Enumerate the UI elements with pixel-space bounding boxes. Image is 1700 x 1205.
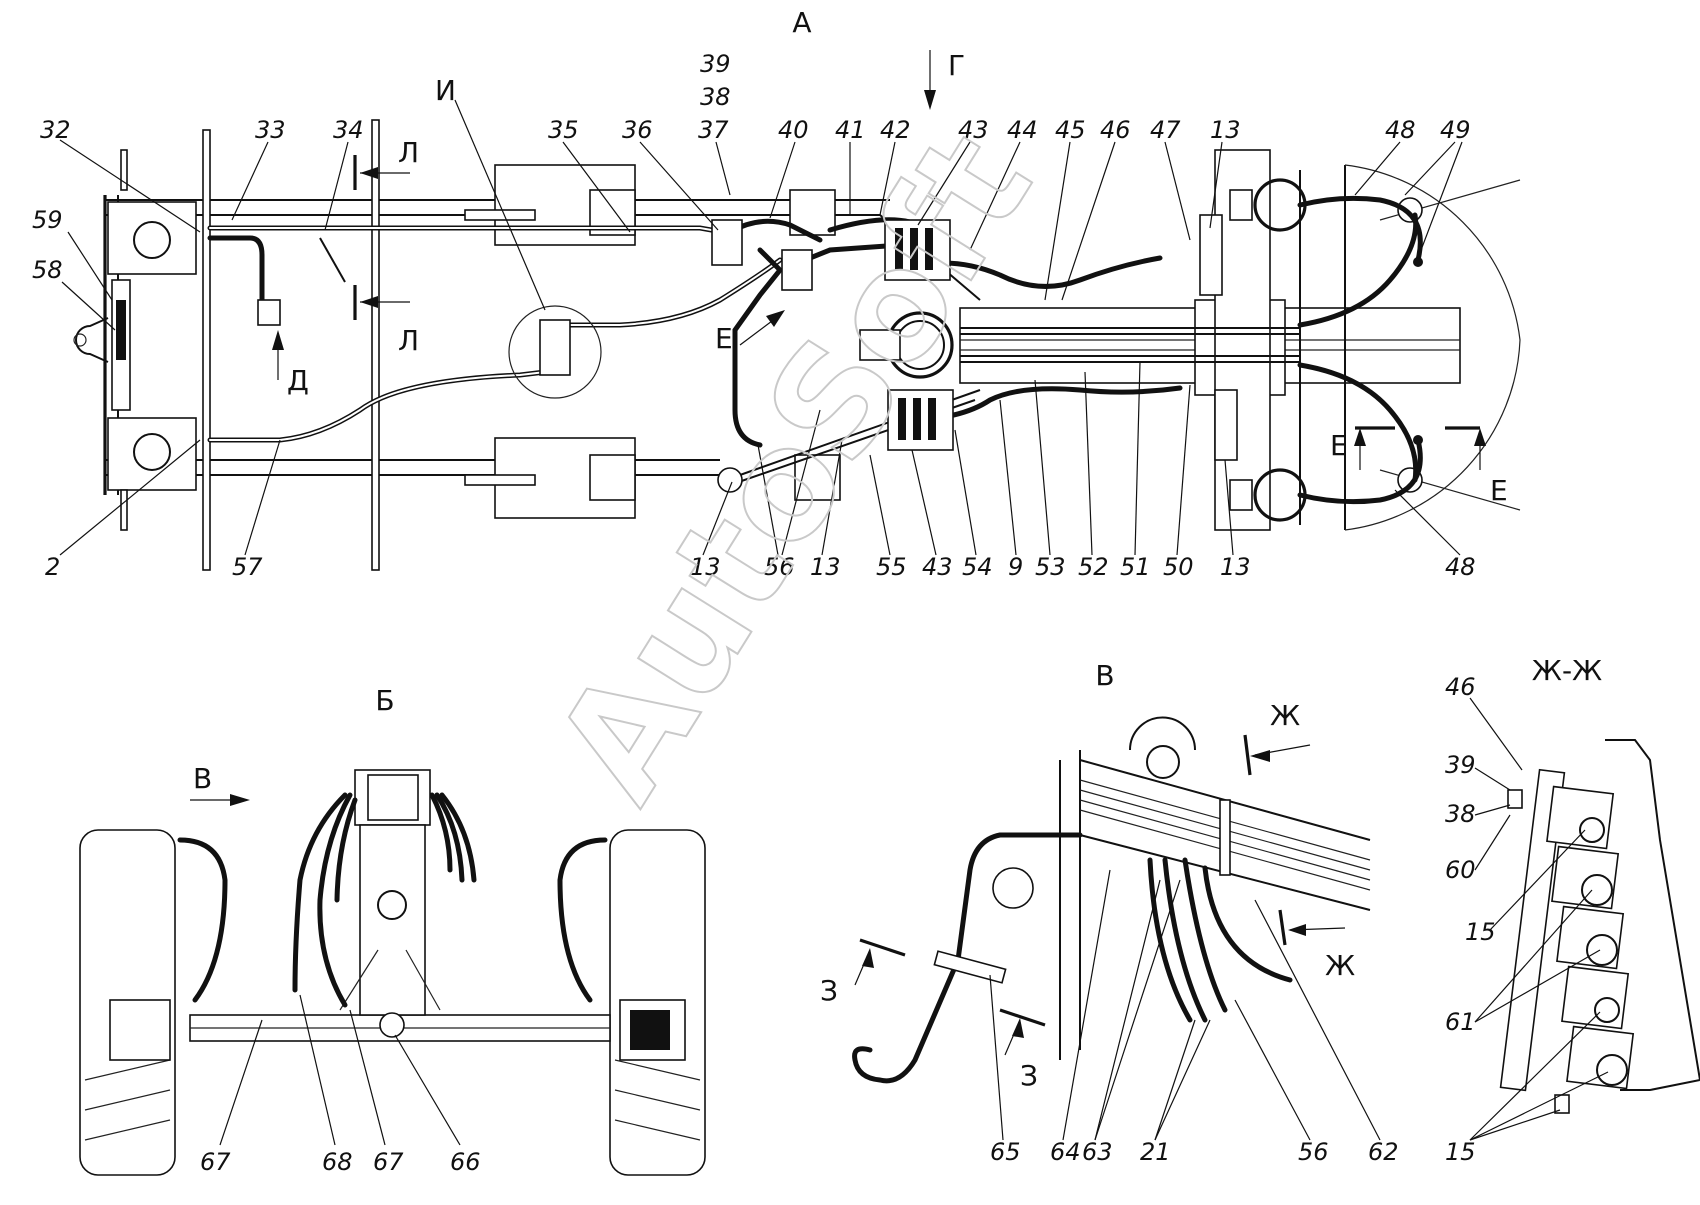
callout-46-zh: 46 xyxy=(1445,673,1476,701)
callout-63: 63 xyxy=(1082,1138,1113,1166)
callout-50: 50 xyxy=(1163,553,1194,581)
callout-33: 33 xyxy=(255,116,286,144)
arrow-e-label: Е xyxy=(715,322,733,355)
callout-34: 34 xyxy=(333,116,364,144)
arrow-l-label-top: Л xyxy=(398,136,419,169)
arrow-zh-label-bottom: Ж xyxy=(1325,949,1355,982)
callout-62: 62 xyxy=(1368,1138,1399,1166)
callout-66: 66 xyxy=(450,1148,481,1176)
detail-i-circle xyxy=(454,99,602,399)
callout-49: 49 xyxy=(1440,116,1471,144)
callout-58: 58 xyxy=(32,256,63,284)
callout-43: 43 xyxy=(958,116,989,144)
callout-40: 40 xyxy=(778,116,809,144)
section-zh-detail: 46 39 38 60 15 61 15 xyxy=(1445,673,1700,1166)
arrow-g-label: Г xyxy=(948,49,965,82)
arrow-e-label-2: Е xyxy=(1330,429,1348,462)
callout-64: 64 xyxy=(1050,1138,1081,1166)
arrow-v-label: В xyxy=(193,762,212,795)
callout-38-zh: 38 xyxy=(1445,800,1476,828)
callout-21: 21 xyxy=(1140,1138,1171,1166)
callout-43-b: 43 xyxy=(922,553,953,581)
callout-48-top: 48 xyxy=(1385,116,1416,144)
view-b-front-axle: 67 68 67 66 xyxy=(79,769,706,1176)
callout-55: 55 xyxy=(876,553,907,581)
callout-44: 44 xyxy=(1007,116,1038,144)
callout-35: 35 xyxy=(548,116,579,144)
view-a-frame xyxy=(73,119,1521,571)
callout-38: 38 xyxy=(700,83,731,111)
section-zh-title: Ж-Ж xyxy=(1532,654,1602,687)
arrow-i-label: И xyxy=(435,74,456,107)
callout-13-top: 13 xyxy=(1210,116,1241,144)
callout-48-b: 48 xyxy=(1445,553,1476,581)
view-a-bottom-callouts: 13 56 13 55 43 54 9 53 52 51 50 13 48 xyxy=(690,361,1476,581)
callout-9: 9 xyxy=(1008,553,1023,581)
callout-42: 42 xyxy=(880,116,911,144)
callout-13-b2: 13 xyxy=(810,553,841,581)
callout-67-left: 67 xyxy=(200,1148,231,1176)
callout-51: 51 xyxy=(1120,553,1151,581)
callout-67-right: 67 xyxy=(373,1148,404,1176)
callout-46: 46 xyxy=(1100,116,1131,144)
callout-13-b1: 13 xyxy=(690,553,721,581)
callout-13-b3: 13 xyxy=(1220,553,1251,581)
callout-36: 36 xyxy=(622,116,653,144)
callout-57: 57 xyxy=(232,553,263,581)
callout-41: 41 xyxy=(835,116,866,144)
callout-61: 61 xyxy=(1445,1008,1476,1036)
callout-32: 32 xyxy=(40,116,71,144)
callout-15-zh-bottom: 15 xyxy=(1445,1138,1476,1166)
arrow-d-label: Д xyxy=(287,364,309,397)
callout-60: 60 xyxy=(1445,856,1476,884)
callout-15-zh-top: 15 xyxy=(1465,918,1496,946)
view-titles: А Б В Ж-Ж Г Д Е Е Е Л Л И В Ж Ж З З xyxy=(193,6,1602,1092)
arrow-z-label-left: З xyxy=(820,974,838,1007)
callout-39: 39 xyxy=(700,50,731,78)
callout-39-zh: 39 xyxy=(1445,751,1476,779)
arrow-l-label-bottom: Л xyxy=(398,324,419,357)
callout-53: 53 xyxy=(1035,553,1066,581)
callout-56-v: 56 xyxy=(1298,1138,1329,1166)
callout-37: 37 xyxy=(698,116,729,144)
callout-56-main: 56 xyxy=(764,553,795,581)
callout-52: 52 xyxy=(1078,553,1109,581)
view-b-title: Б xyxy=(375,684,394,717)
view-v-title: В xyxy=(1095,659,1114,692)
view-a-top-callouts: 32 33 34 35 36 37 38 39 40 41 42 43 44 4… xyxy=(40,50,1471,301)
callout-54: 54 xyxy=(962,553,993,581)
callout-68: 68 xyxy=(322,1148,353,1176)
view-v-detail: 65 64 63 21 56 62 xyxy=(852,716,1399,1166)
view-a-section-markers xyxy=(272,50,1486,470)
arrow-z-label-right: З xyxy=(1020,1059,1038,1092)
arrow-zh-label-top: Ж xyxy=(1270,699,1300,732)
callout-2: 2 xyxy=(45,553,60,581)
callout-65: 65 xyxy=(990,1138,1021,1166)
view-a-hoses xyxy=(207,195,1423,505)
view-a-left-callouts: 59 58 2 57 xyxy=(32,206,281,581)
arrow-e-label-3: Е xyxy=(1490,474,1508,507)
view-a-title: А xyxy=(792,6,811,39)
callout-45: 45 xyxy=(1055,116,1086,144)
callout-59: 59 xyxy=(32,206,63,234)
callout-47: 47 xyxy=(1150,116,1181,144)
